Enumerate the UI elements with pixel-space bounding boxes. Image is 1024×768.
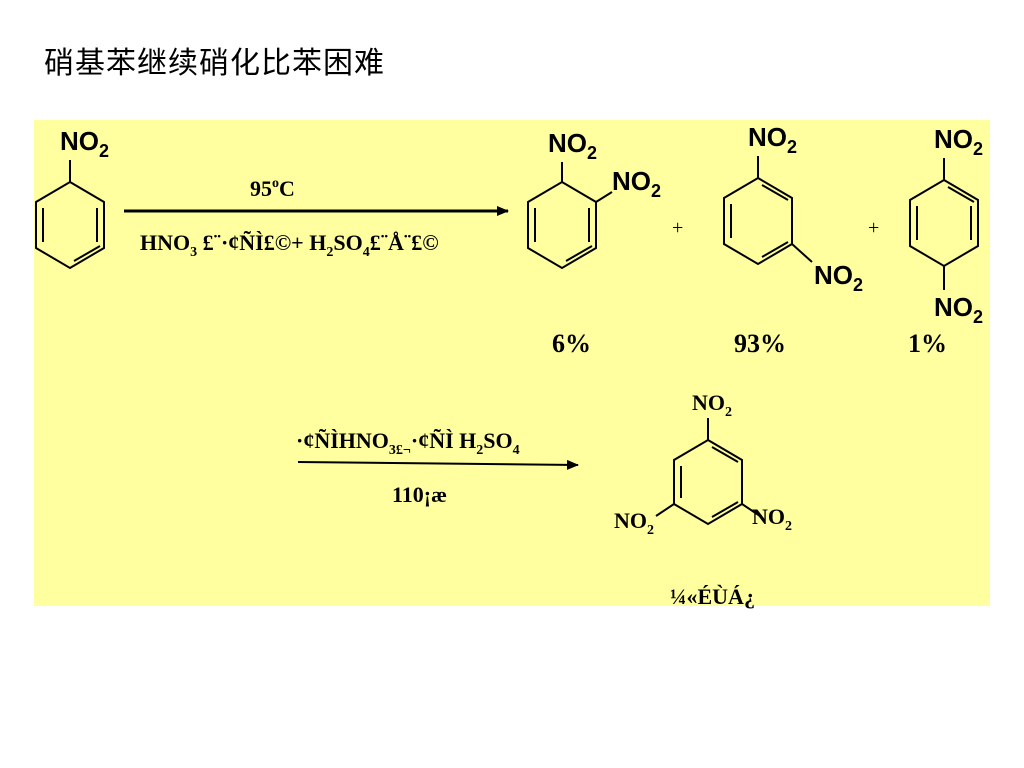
- slide-title: 硝基苯继续硝化比苯困难: [44, 46, 385, 81]
- meta-no2-label-top: NO2: [748, 122, 797, 157]
- tnb-caption: ¼«ÉÙÁ¿: [670, 584, 755, 609]
- nitrobenzene-structure: [35, 160, 105, 270]
- reaction2-reagent: ·¢ÑÌHNO3£¬·¢ÑÌ H2SO4: [296, 428, 520, 458]
- reaction2-arrow: [297, 459, 579, 470]
- tnb-no2-label-top: NO2: [692, 390, 732, 420]
- ortho-yield: 6%: [552, 329, 591, 358]
- meta-dinitrobenzene-structure: [723, 156, 813, 266]
- para-no2-label-bottom: NO2: [934, 292, 983, 327]
- nitrobenzene-no2-label: NO2: [60, 126, 109, 161]
- plus-sign-2: +: [868, 217, 879, 239]
- reaction2-temperature: 110¡æ: [392, 482, 447, 507]
- para-yield: 1%: [908, 329, 947, 358]
- trinitrobenzene-structure: [655, 418, 761, 526]
- reaction-panel: [34, 120, 990, 606]
- plus-sign-1: +: [672, 217, 683, 239]
- ortho-no2-label-top: NO2: [548, 128, 597, 163]
- ortho-dinitrobenzene-structure: [527, 162, 613, 270]
- para-dinitrobenzene-structure: [909, 158, 979, 290]
- ortho-no2-label-side: NO2: [612, 166, 661, 201]
- reaction1-reagent: HNO3 £¨·¢ÑÌ£©+ H2SO4£¨Å¨£©: [140, 230, 439, 260]
- meta-no2-label-bottom: NO2: [814, 260, 863, 295]
- para-no2-label-top: NO2: [934, 124, 983, 159]
- tnb-no2-label-left: NO2: [614, 508, 654, 538]
- meta-yield: 93%: [734, 329, 786, 358]
- reaction1-temperature: 95oC: [250, 176, 295, 201]
- tnb-no2-label-right: NO2: [752, 504, 792, 534]
